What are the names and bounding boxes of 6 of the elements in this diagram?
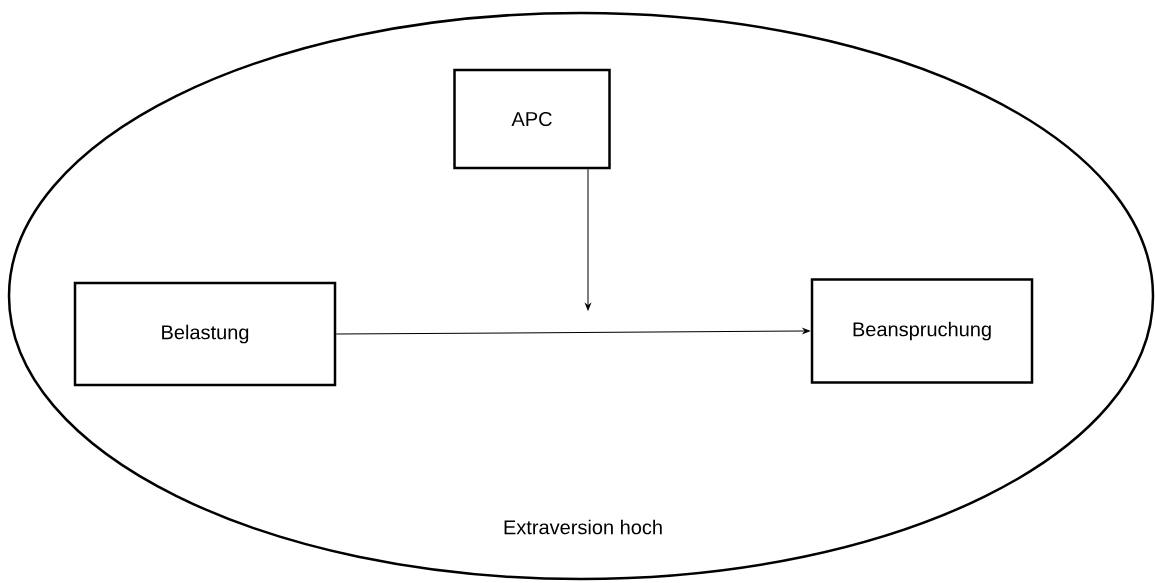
- box: Belastung: [73, 281, 337, 387]
- arrow: [335, 328, 810, 335]
- arrow: [585, 168, 591, 311]
- box: Beanspruchung: [810, 278, 1034, 384]
- ellipse-label: Extraversion hoch: [504, 519, 662, 535]
- box: APC: [453, 68, 611, 170]
